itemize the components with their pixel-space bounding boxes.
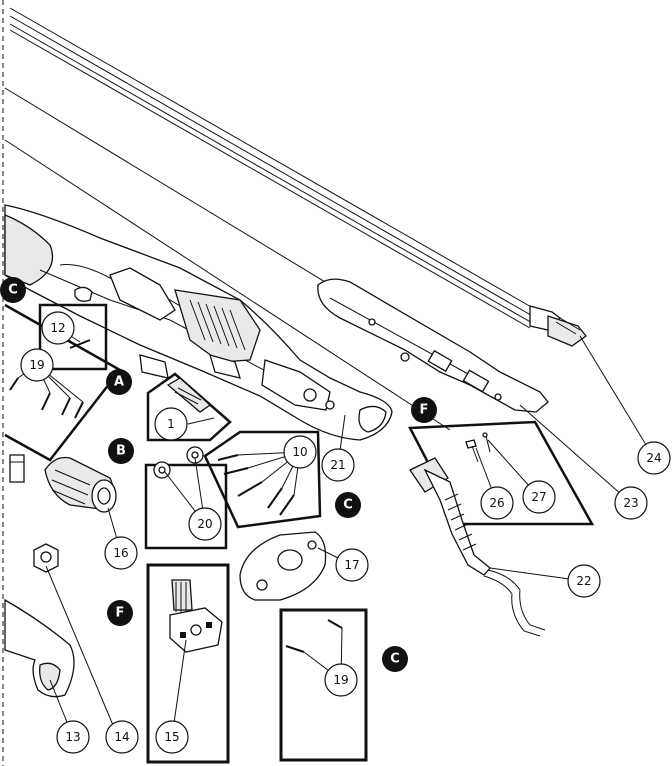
svg-text:C: C (343, 498, 353, 513)
callout-26: 26 (480, 486, 514, 520)
callout-27: 27 (522, 480, 556, 514)
rail-part-24 (9, 7, 587, 347)
pin-part (9, 454, 25, 483)
svg-text:20: 20 (197, 517, 212, 531)
svg-text:16: 16 (113, 546, 128, 560)
screws-box-part-10 (203, 430, 322, 529)
guide-line (4, 139, 451, 431)
svg-text:24: 24 (646, 451, 661, 465)
svg-text:13: 13 (65, 730, 80, 744)
nut-part-14 (33, 543, 59, 573)
svg-text:22: 22 (576, 574, 591, 588)
badge-c-middle: C (335, 492, 361, 518)
power-cord-part-22 (409, 457, 546, 637)
label-plate-part-1 (146, 372, 232, 442)
callout-12: 12 (41, 311, 75, 345)
svg-text:27: 27 (531, 490, 546, 504)
callout-20: 20 (188, 507, 222, 541)
badge-f-upper: F (411, 397, 437, 423)
svg-text:C: C (390, 652, 400, 667)
svg-text:10: 10 (292, 445, 307, 459)
knob-part-16 (44, 456, 117, 513)
callout-15: 15 (155, 720, 189, 754)
callout-23: 23 (614, 486, 648, 520)
grommet-part-17 (239, 531, 327, 601)
end-cap-part-13 (4, 598, 75, 698)
callout-19-left: 19 (20, 348, 54, 382)
callout-21: 21 (321, 448, 355, 482)
callout-19-lower: 19 (324, 663, 358, 697)
callout-14: 14 (105, 720, 139, 754)
badge-b: B (108, 438, 134, 464)
svg-text:17: 17 (344, 558, 359, 572)
callout-10: 10 (283, 435, 317, 469)
svg-text:14: 14 (114, 730, 129, 744)
callout-24: 24 (637, 441, 671, 475)
screws-box-part-19-lower (279, 608, 368, 762)
svg-text:F: F (116, 606, 125, 621)
badge-f-lower: F (107, 600, 133, 626)
badge-a: A (106, 369, 132, 395)
svg-text:B: B (116, 444, 126, 459)
badge-c-top-left: C (0, 277, 26, 303)
badge-c-lower: C (382, 646, 408, 672)
svg-text:21: 21 (330, 458, 345, 472)
svg-text:23: 23 (623, 496, 638, 510)
callout-13: 13 (56, 720, 90, 754)
svg-text:26: 26 (489, 496, 504, 510)
svg-text:C: C (8, 283, 18, 298)
svg-text:F: F (420, 403, 429, 418)
handle-housing-part-21 (4, 204, 393, 441)
callout-17: 17 (335, 548, 369, 582)
svg-text:12: 12 (50, 321, 65, 335)
bracket-plate-part-23 (317, 278, 549, 413)
callout-1: 1 (154, 407, 188, 441)
callout-16: 16 (104, 536, 138, 570)
callout-22: 22 (567, 564, 601, 598)
svg-text:15: 15 (164, 730, 179, 744)
switch-box-part-15 (146, 563, 230, 764)
svg-text:1: 1 (167, 417, 175, 431)
svg-text:A: A (114, 375, 124, 390)
svg-text:19: 19 (333, 673, 348, 687)
svg-text:19: 19 (29, 358, 44, 372)
